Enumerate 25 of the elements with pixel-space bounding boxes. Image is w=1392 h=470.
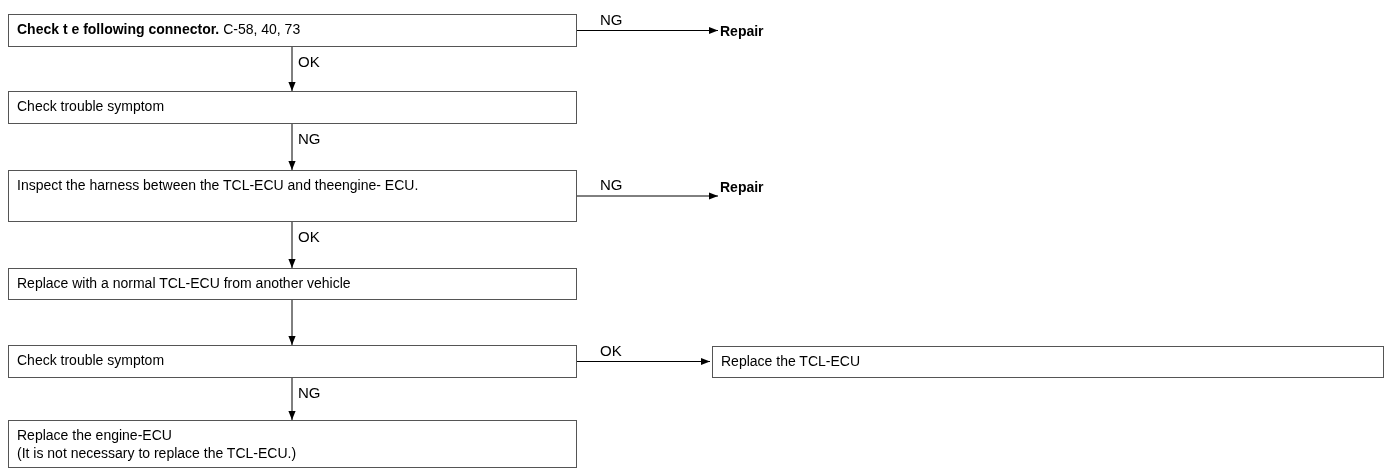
action-text: Repair <box>720 176 790 198</box>
step-box <box>712 346 1384 378</box>
step-text: Replace the TCL-ECU <box>721 352 862 370</box>
step-box <box>8 345 577 378</box>
step-box <box>8 420 577 468</box>
arrow <box>576 357 711 366</box>
step-text: (It is not necessary to replace the TCL-ECU.) <box>17 444 298 462</box>
step-text: Check trouble symptom <box>17 97 166 115</box>
step-text: Replace with a normal TCL-ECU from another vehicle <box>17 274 352 292</box>
step-box <box>8 170 577 222</box>
arrow <box>576 26 719 35</box>
arrow <box>288 299 296 346</box>
arrow <box>576 192 719 200</box>
arrow <box>288 46 296 92</box>
step-text: Check t e following connector. C-58, 40, 73 <box>17 20 302 38</box>
step-text: Inspect the harness between the TCL-ECU and theengine- ECU. <box>17 176 420 194</box>
step-box <box>8 91 577 124</box>
arrow <box>288 123 296 171</box>
arrow <box>288 221 296 269</box>
step-box <box>8 14 577 47</box>
step-box <box>8 268 577 300</box>
step-text: Check trouble symptom <box>17 351 166 369</box>
arrow <box>288 377 296 421</box>
step-text: Replace the engine-ECU <box>17 426 173 444</box>
action-text: Repair <box>720 20 790 42</box>
